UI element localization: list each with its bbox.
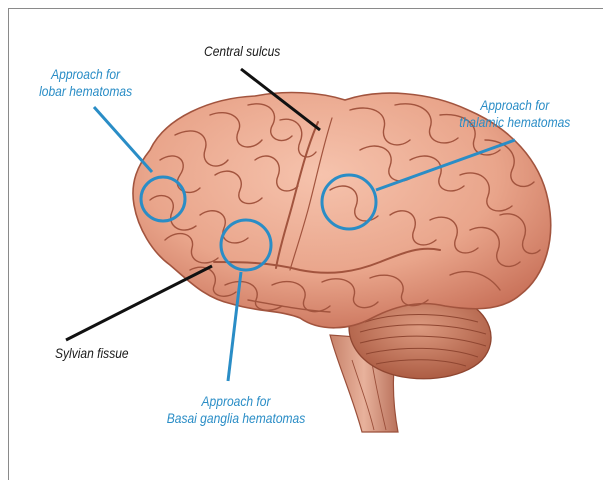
label-central-sulcus-text: Central sulcus [204,43,280,59]
label-basal-approach: Approach for Basai ganglia hematomas [150,393,322,427]
label-sylvian-fissure: Sylvian fissue [55,345,129,362]
label-thalamic-line1: Approach for [446,97,584,114]
label-thalamic-line2: thalamic hematomas [446,114,584,131]
label-lobar-line2: lobar hematomas [34,83,137,100]
lobar-pointer-line [94,107,152,172]
label-thalamic-approach: Approach for thalamic hematomas [446,97,584,131]
label-basal-line2: Basai ganglia hematomas [150,410,322,427]
label-lobar-approach: Approach for lobar hematomas [34,66,137,100]
label-lobar-line1: Approach for [34,66,137,83]
label-sylvian-text: Sylvian fissue [55,345,129,361]
label-basal-line1: Approach for [150,393,322,410]
label-central-sulcus: Central sulcus [204,43,280,60]
sylvian-pointer-line [66,266,212,340]
